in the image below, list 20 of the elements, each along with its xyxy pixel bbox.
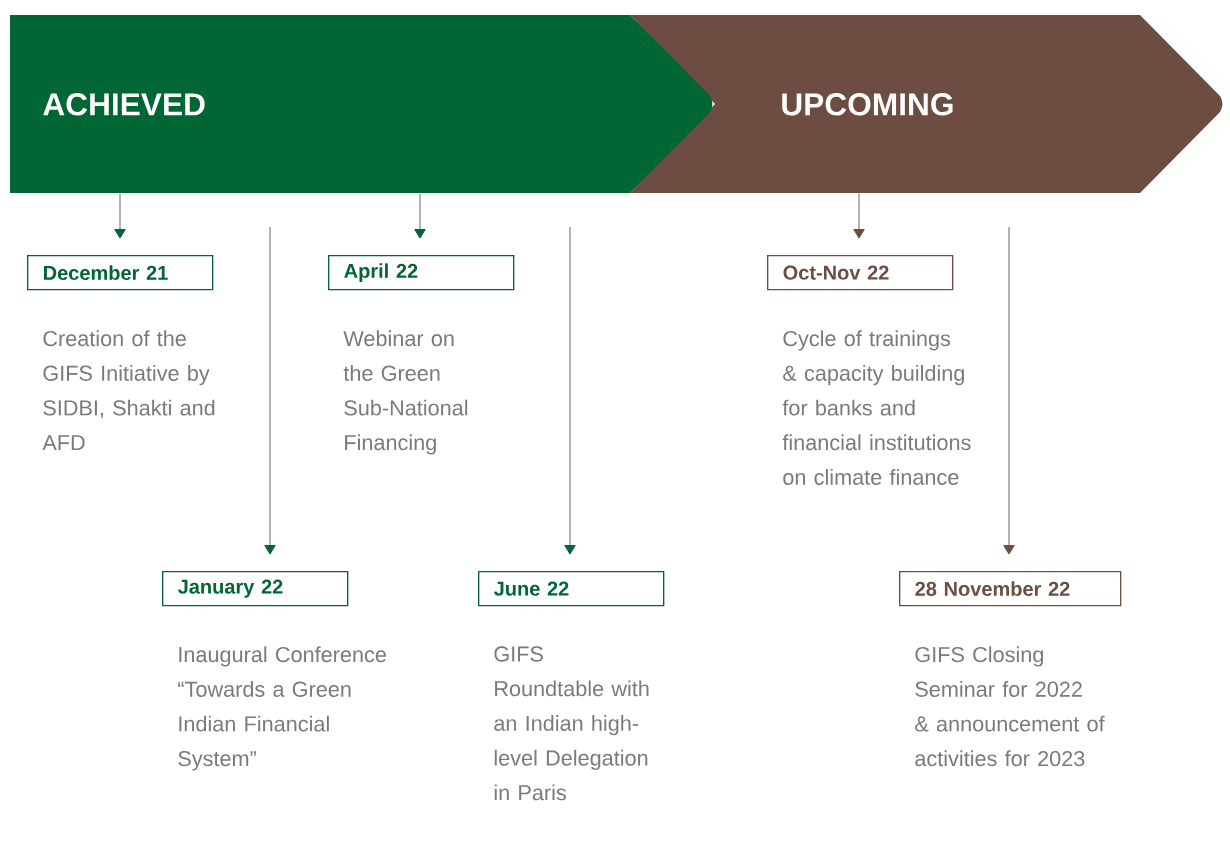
description-text: Webinar on the Green Sub-National Financing [343, 330, 468, 455]
arrow [414, 193, 426, 239]
date-box: Oct-Nov 22 [767, 255, 954, 291]
description-text: Creation of the GIFS Initiative by SIDBI, Shakti and AFD [42, 330, 215, 451]
arrow [264, 226, 276, 555]
description-text: Cycle of trainings & capacity building for banks and financial institutions on climate finance [782, 330, 971, 485]
arrow [853, 193, 865, 239]
description-text: GIFS Closing Seminar for 2022 & announcement of activities for 2023 [915, 646, 1105, 767]
date-box: January 22 [162, 571, 349, 607]
date-box: June 22 [478, 571, 665, 607]
date-box: April 22 [328, 255, 515, 291]
chevron-band: ACHIEVED [10, 15, 713, 193]
arrow [114, 193, 126, 239]
arrow [564, 226, 576, 555]
date-box: December 21 [27, 255, 214, 291]
chevron-band: UPCOMING [630, 15, 1223, 193]
arrow [1003, 226, 1015, 555]
date-box: 28 November 22 [899, 571, 1122, 607]
description-text: Inaugural Conference “Towards a Green Indian Financial System” [178, 646, 386, 771]
description-text: GIFS Roundtable with an Indian high-level Delegation in Paris [494, 646, 649, 801]
